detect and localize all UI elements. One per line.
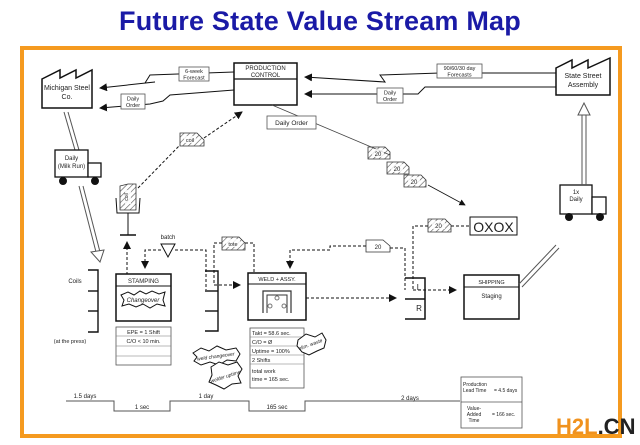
daily-order-left-2: Order <box>126 103 140 109</box>
timeline-wait-3: 2 days <box>401 396 419 402</box>
daily-order-right-2: Order <box>383 97 397 103</box>
weld-supermarket-icon <box>205 270 219 332</box>
weld-data-box: Takt = 58.6 sec. C/O = Ø Uptime = 100% 2… <box>249 327 305 389</box>
outbound-truck-icon: 1x Daily <box>518 101 607 288</box>
coil-signal-line <box>137 144 181 189</box>
kanban-20-hatched: 20 <box>427 218 452 233</box>
timeline-line <box>66 400 460 412</box>
lead-time-value: = 4.5 days <box>494 388 518 394</box>
forecast-label-2: Forecast <box>183 76 205 82</box>
daily-order-center: Daily Order <box>275 120 309 127</box>
timeline-wait-2: 1 day <box>199 394 214 400</box>
va-label-3: Time <box>469 418 480 424</box>
batch-dashed <box>141 249 207 290</box>
customer-factory-icon <box>555 56 611 96</box>
pc-title-1: PRODUCTION <box>245 66 285 72</box>
truck-in-label-1: Daily <box>65 156 78 162</box>
milk-run-truck-icon: Daily (Milk Run) <box>54 111 105 263</box>
coils-supermarket-icon <box>88 269 99 333</box>
tote-kanban: tote <box>221 236 246 251</box>
timeline-wait-1: 1.5 days <box>74 394 97 400</box>
kanban-20-e: 20 <box>375 245 382 251</box>
stamping-co: C/O < 10 min. <box>126 339 161 345</box>
lr-supermarket-icon: L R <box>405 277 426 320</box>
truck-in-label-2: (Milk Run) <box>58 164 85 170</box>
coil-signal-label: coil <box>124 193 130 201</box>
timeline-process-1: 1 sec <box>135 405 149 411</box>
va-label-2: Added <box>467 412 482 418</box>
info-flow-right <box>304 72 556 98</box>
dashed-kanban-path <box>412 225 470 290</box>
kanban-20-white: 20 <box>365 239 391 253</box>
lead-time-label-2: Lead Time <box>463 388 487 394</box>
weld-assy-process-box: WELD + ASSY. <box>247 272 307 321</box>
supermarket-l: L <box>417 283 422 292</box>
kanban-20-stack: 20 20 20 <box>367 146 427 188</box>
frame-border <box>20 46 622 438</box>
stamping-title: STAMPING <box>128 279 159 285</box>
pc-title-2: CONTROL <box>251 73 281 79</box>
weld-title: WELD + ASSY. <box>258 277 296 283</box>
batch-triangle-icon <box>160 243 176 259</box>
forecast-label-1: 6-week <box>185 69 203 75</box>
truck-out-label-2: Daily <box>569 197 582 203</box>
kaizen-burst-elim-waste: elim. waste <box>296 332 327 356</box>
coils-label: Coils <box>68 279 81 285</box>
batch-label: batch <box>161 235 176 241</box>
va-label-1: Value- <box>467 406 481 412</box>
kanban-arrow <box>427 184 466 206</box>
shipping-title: SHIPPING <box>478 280 504 286</box>
page-title: Future State Value Stream Map <box>119 6 521 36</box>
stamping-epe: EPE = 1 Shift <box>127 330 160 336</box>
lead-time-label-1: Production <box>463 382 487 388</box>
dashed-production-kanban <box>286 245 406 290</box>
supermarket-r: R <box>416 304 422 313</box>
customer-name: State Street Assembly <box>564 73 602 89</box>
kanban-20-d: 20 <box>435 224 442 230</box>
load-leveling-text: OXOX <box>473 219 514 235</box>
stamping-changeover-burst: Changeover <box>127 298 161 304</box>
stamping-data-box: EPE = 1 Shift C/O < 10 min. <box>115 326 172 366</box>
info-flow-left <box>99 71 235 112</box>
tote-kanban-label: tote <box>228 242 237 248</box>
shipping-process-box: SHIPPING Staging <box>463 274 520 320</box>
truck-out-label-1: 1x <box>573 190 579 196</box>
va-value: = 166 sec. <box>492 412 515 418</box>
watermark-h2l: H2L <box>556 414 598 439</box>
shipping-staging: Staging <box>481 294 501 300</box>
supplier-factory-icon <box>41 68 93 109</box>
weld-shifts: 2 Shifts <box>252 358 271 364</box>
production-control-box: PRODUCTION CONTROL <box>233 62 298 106</box>
coil-kanban-label: coil <box>186 138 194 144</box>
weld-uptime: Uptime = 100% <box>252 349 290 355</box>
tote-dashed <box>213 242 255 289</box>
load-leveling-box <box>469 216 518 236</box>
daily-order-left-1: Daily <box>127 97 139 103</box>
kanban-20-c: 20 <box>411 180 418 186</box>
summary-box: Production Lead Time = 4.5 days Value- A… <box>460 376 523 429</box>
kanban-20-b: 20 <box>394 167 401 173</box>
kanban-20-a: 20 <box>375 152 382 158</box>
weld-co: C/O = Ø <box>252 340 273 346</box>
supplier-name: Michigan Steel Co. <box>44 85 90 101</box>
watermark-cn: .CN <box>597 414 636 439</box>
weld-total-work-1: total work <box>252 369 276 375</box>
kaizen-burst-welder-uptime: welder uptime <box>208 361 243 390</box>
daily-order-right-1: Daily <box>384 91 396 97</box>
kaizen-burst-weld-changeover: weld changeover <box>192 345 241 366</box>
weld-takt: Takt = 58.6 sec. <box>252 331 291 337</box>
coil-to-pc-line <box>203 111 243 139</box>
signal-kanban-post-icon: coil <box>115 183 141 236</box>
coil-kanban-top: coil <box>179 132 205 147</box>
burst-weld-changeover: weld changeover <box>197 351 236 362</box>
weld-total-work-2: time = 165 sec. <box>252 377 290 383</box>
timeline-process-2: 165 sec <box>266 405 287 411</box>
work-cell-icon <box>262 290 292 313</box>
forecast-right-2: Forecasts <box>447 73 471 79</box>
watermark-logo: H2L.CN <box>556 414 635 440</box>
stamping-process-box: STAMPING Changeover <box>115 273 172 322</box>
at-press-label: (at the press) <box>54 339 87 345</box>
forecast-right-1: 90/60/30 day <box>444 66 476 72</box>
